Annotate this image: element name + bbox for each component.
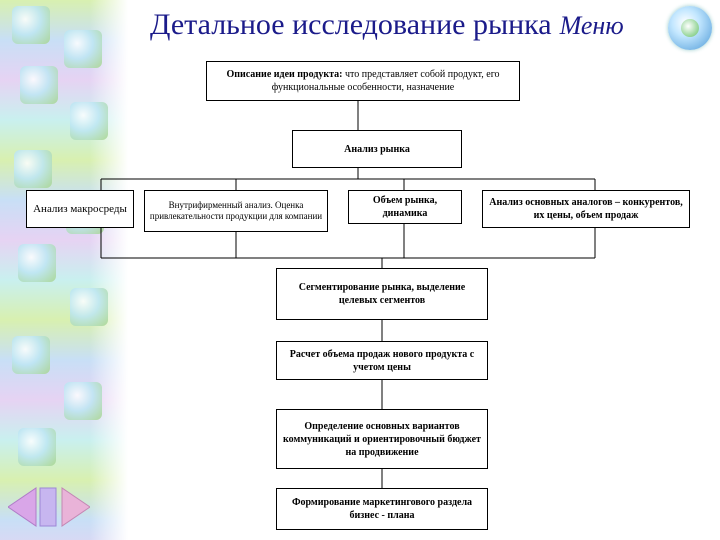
decor-tile xyxy=(64,30,102,68)
decor-tile xyxy=(12,6,50,44)
market-segmentation-box: Сегментирование рынка, выделение целевых… xyxy=(276,268,488,320)
idea-description-label: Описание идеи продукта: xyxy=(226,69,343,80)
competitor-analysis-box: Анализ основных аналогов – конкурентов, … xyxy=(482,190,690,228)
menu-link[interactable]: Меню xyxy=(559,11,624,40)
communication-budget-box: Определение основных вариантов коммуника… xyxy=(276,409,488,469)
decorative-stripe xyxy=(0,0,128,540)
menu-orb-icon[interactable] xyxy=(668,6,712,50)
center-nav-block xyxy=(39,487,57,527)
decor-tile xyxy=(70,102,108,140)
marketing-plan-box: Формирование маркетингового раздела бизн… xyxy=(276,488,488,530)
forward-arrow-icon[interactable] xyxy=(61,487,90,527)
market-analysis-box: Анализ рынка xyxy=(292,130,462,168)
market-volume-box: Объем рынка, динамика xyxy=(348,190,462,224)
decor-tile xyxy=(18,244,56,282)
decor-tile xyxy=(70,288,108,326)
macro-environment-box: Анализ макросреды xyxy=(26,190,134,228)
decor-tile xyxy=(12,336,50,374)
decor-tile xyxy=(14,150,52,188)
decor-tile xyxy=(20,66,58,104)
intrafirm-analysis-box: Внутрифирменный анализ. Оценка привлекат… xyxy=(144,190,328,232)
decor-tile xyxy=(18,428,56,466)
slide-navigation xyxy=(8,487,90,527)
idea-description-text: что представляет собой продукт, его функ… xyxy=(271,69,500,93)
back-arrow-icon[interactable] xyxy=(8,487,37,527)
menu-orb-center xyxy=(681,19,699,37)
sales-calculation-box: Расчет объема продаж нового продукта с у… xyxy=(276,341,488,380)
page-title-text: Детальное исследование рынка xyxy=(150,8,552,41)
idea-description-box: Описание идеи продукта: что представляет… xyxy=(206,61,520,101)
decor-tile xyxy=(64,382,102,420)
idea-description-content: Описание идеи продукта: что представляет… xyxy=(211,68,515,94)
